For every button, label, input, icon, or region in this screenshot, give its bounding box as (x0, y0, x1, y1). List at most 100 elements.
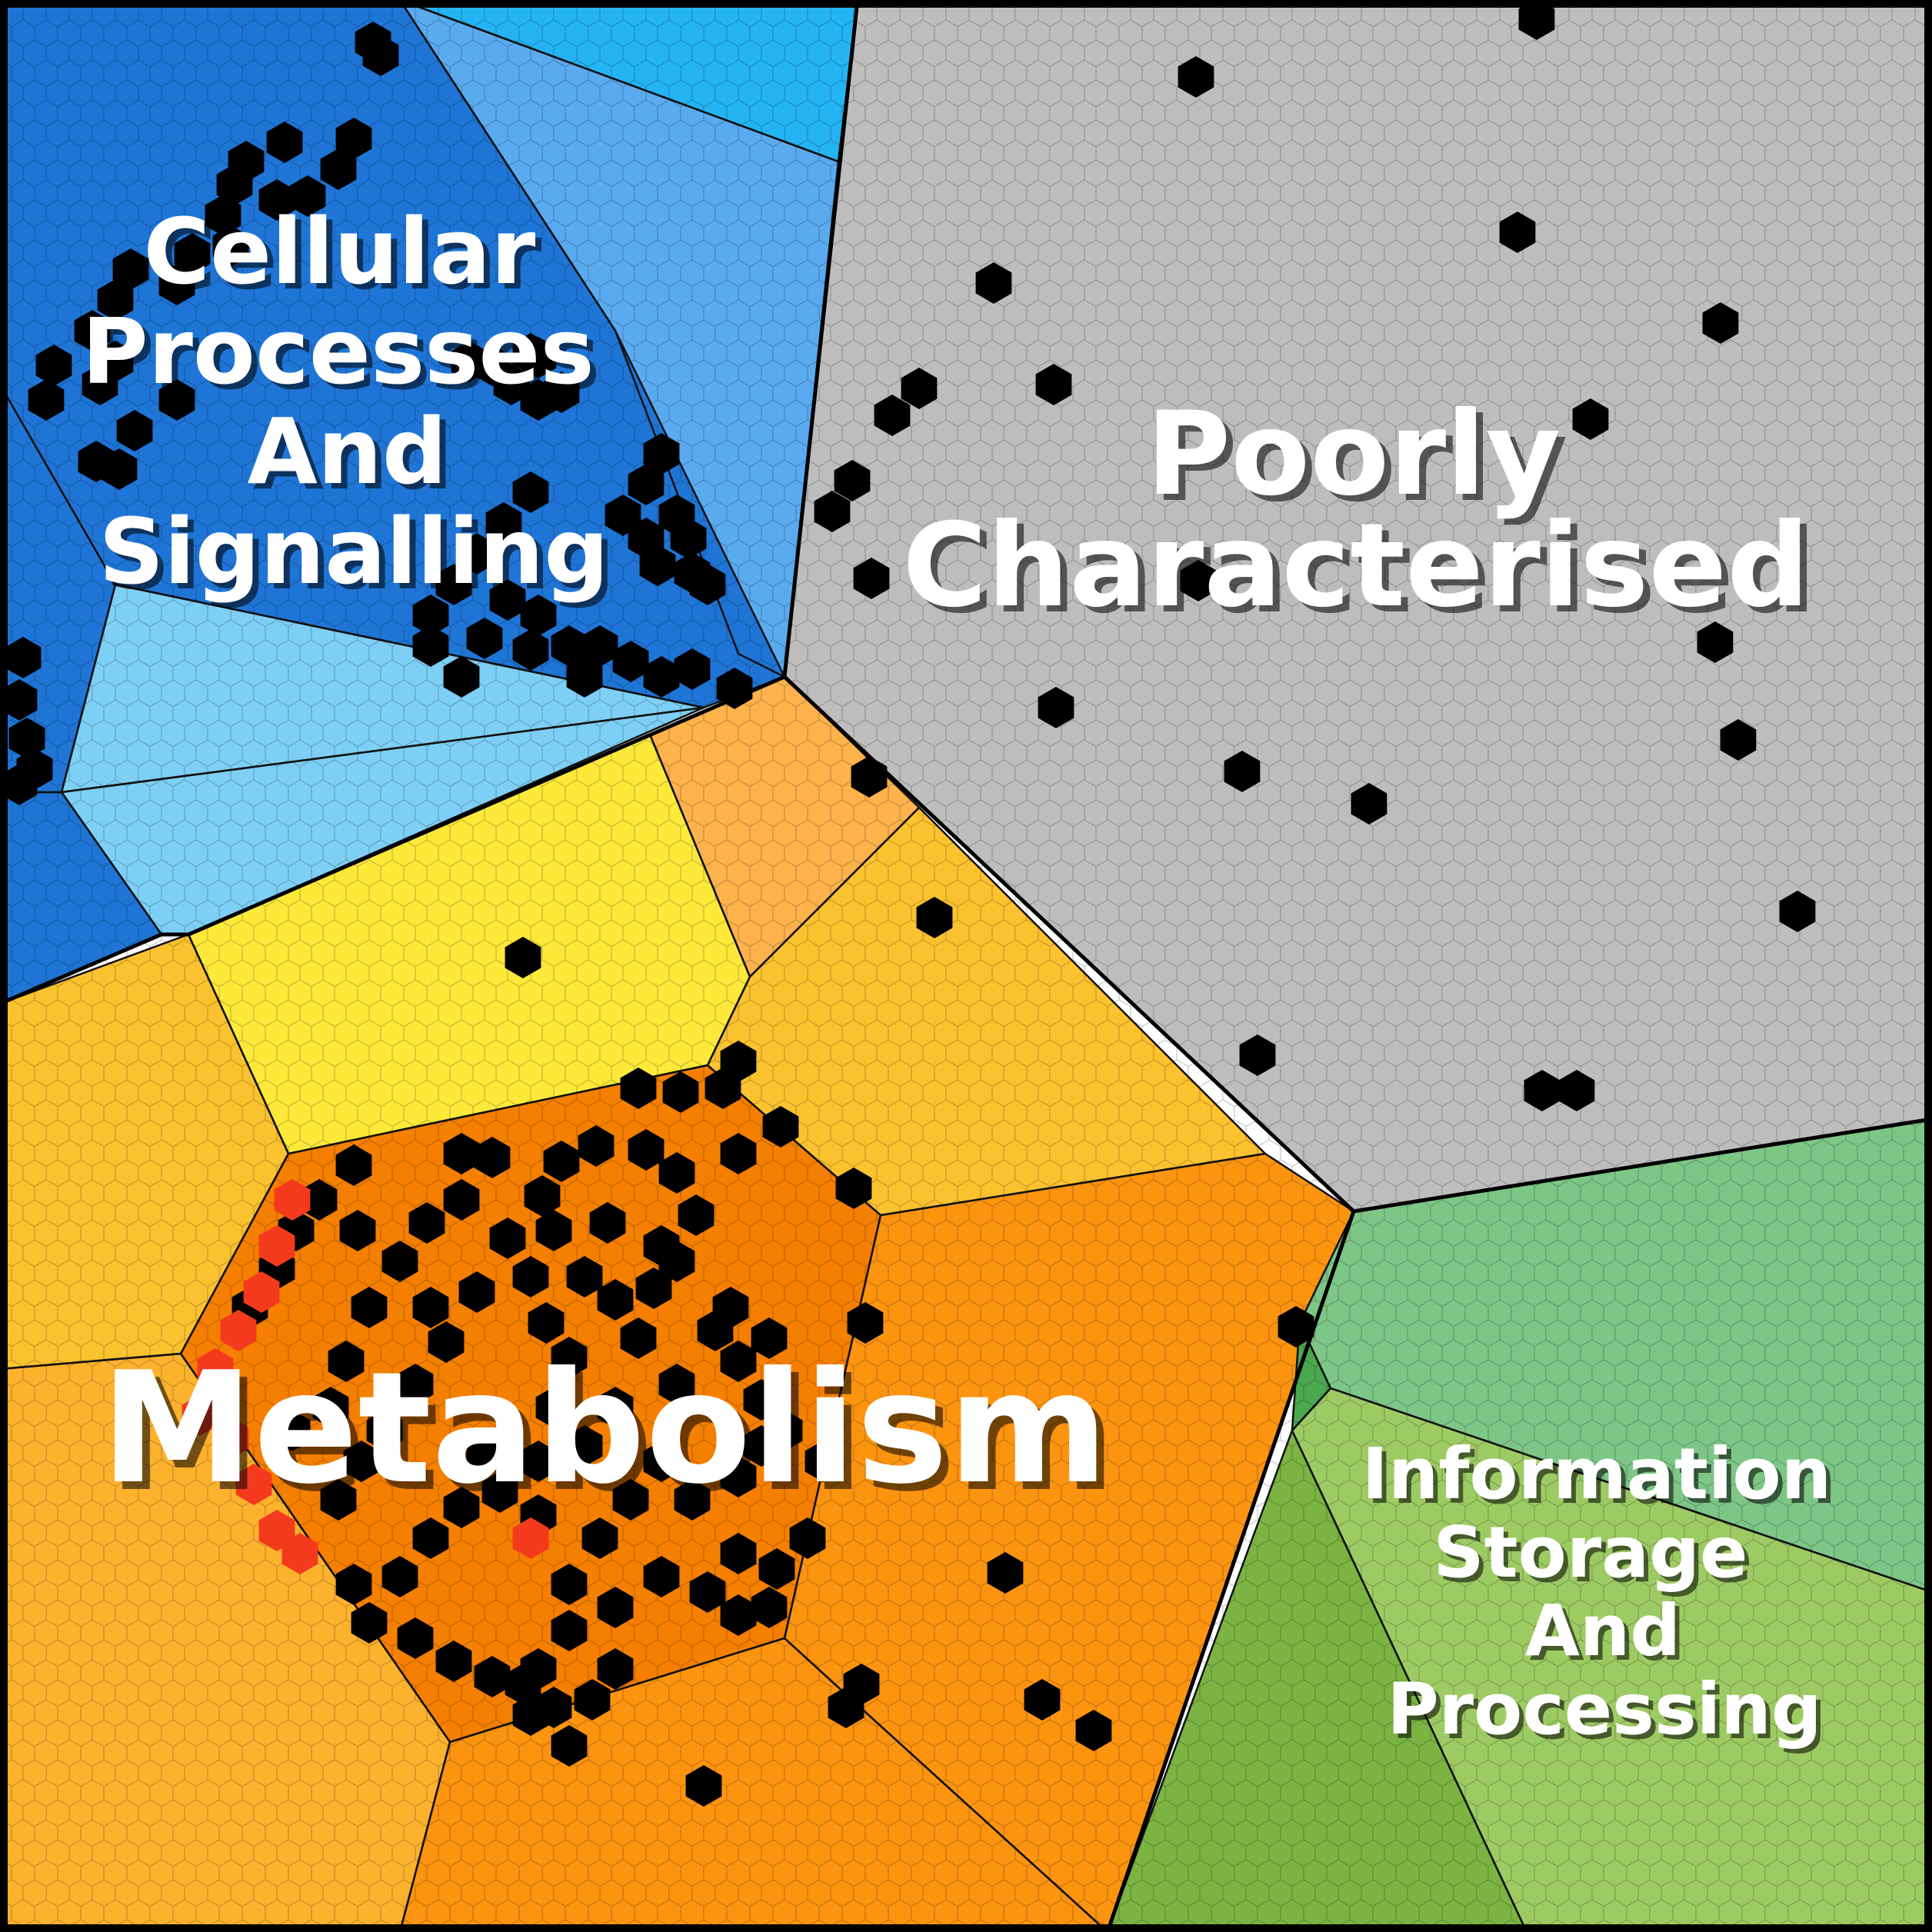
label-line: Storage (1433, 1511, 1747, 1594)
category-border (782, 5, 1927, 1214)
hit-cell (524, 1175, 561, 1217)
hit-cell (916, 897, 953, 938)
hit-cell (212, 225, 249, 267)
hit-cell (397, 1364, 434, 1405)
hit-cell (320, 1479, 357, 1521)
hit-cell (158, 379, 195, 421)
hit-cell (28, 379, 65, 421)
hit-cell (835, 1168, 872, 1209)
hit-cell (351, 1287, 388, 1328)
highlight-cell (220, 1310, 257, 1351)
hit-cell (466, 1433, 503, 1474)
hit-cell (351, 1602, 388, 1644)
hit-cell (589, 1202, 626, 1244)
label-line: Processing (1387, 1668, 1821, 1750)
hit-cell (1277, 1306, 1314, 1347)
hit-cell (762, 1106, 799, 1148)
highlight-cell (212, 1417, 249, 1459)
label-line: And (248, 398, 448, 505)
hit-cell (435, 564, 472, 605)
svg-text:Metabolism: Metabolism (108, 1347, 1116, 1526)
hit-cell (512, 629, 549, 671)
hit-cell (458, 1271, 495, 1313)
hit-cell (112, 248, 149, 290)
highlight-cell (243, 1271, 280, 1313)
hit-cell (266, 122, 303, 163)
hit-cell (397, 1617, 434, 1659)
hit-cell (1178, 56, 1214, 98)
hit-cell (216, 164, 253, 205)
hit-cell (720, 1341, 757, 1382)
label-line: Information (1362, 1433, 1832, 1515)
hit-cell (1697, 621, 1734, 663)
hit-cell (712, 1287, 749, 1328)
hit-cell (339, 1210, 376, 1251)
hit-cell (78, 441, 115, 482)
highlight-cell (258, 1225, 295, 1267)
hit-cell (1499, 212, 1536, 253)
highlight-cell (281, 1533, 318, 1574)
hit-cell (335, 1564, 372, 1605)
label-line: Metabolism (101, 1339, 1108, 1518)
hit-cell (628, 1129, 665, 1171)
svg-text:Information Storage: Information Storage And Processing (1362, 1433, 1857, 1750)
hit-cell (620, 1317, 657, 1359)
label-line: Cellular (144, 198, 536, 305)
hit-cell (1351, 783, 1387, 824)
hit-cell (1038, 687, 1074, 728)
hit-cell (520, 337, 557, 378)
hit-cell (551, 1564, 588, 1605)
label-cellular-processes: Cellular Processes And Signalling Cellul… (82, 198, 615, 610)
hit-cell (412, 625, 449, 667)
svg-text:Poorly Characterised: Poorly Characterised (902, 388, 1809, 633)
hit-cell (82, 364, 118, 405)
hit-cell (574, 1679, 611, 1720)
hit-cell (674, 552, 711, 594)
hit-cell (720, 1533, 757, 1574)
hit-cell (466, 618, 503, 659)
hit-cell (751, 1587, 788, 1628)
hit-cell (658, 1152, 695, 1194)
hit-cell (566, 1256, 603, 1297)
hit-cell (205, 195, 242, 236)
hit-cell (158, 264, 195, 305)
hit-cell (435, 1641, 472, 1682)
hit-cell (520, 1441, 557, 1482)
hit-cell (814, 491, 851, 532)
hit-cell (512, 1694, 549, 1736)
hit-cell (1720, 719, 1757, 761)
hit-cell (1558, 1070, 1595, 1111)
hit-cell (512, 471, 549, 513)
hit-cell (612, 1479, 649, 1521)
svg-text:Poorly Characterised: Poorly Characterised (909, 394, 1816, 639)
hit-cell (612, 641, 649, 682)
hit-cell (528, 1302, 565, 1344)
region-border (1108, 1427, 1526, 1927)
hit-cell (720, 1041, 757, 1082)
hit-cell (97, 279, 134, 321)
hit-cell (289, 175, 326, 217)
hit-cell (987, 1552, 1024, 1594)
hit-cell (485, 502, 522, 544)
hit-cell (451, 341, 488, 382)
hit-cell (474, 1656, 511, 1697)
hit-cell (1035, 364, 1072, 405)
hit-cell (381, 1241, 418, 1282)
hit-cell (566, 1425, 603, 1467)
hit-cell (789, 1517, 826, 1559)
hit-cell (443, 1487, 480, 1528)
label-poorly-characterised: Poorly Characterised Poorly Characterise… (902, 388, 1816, 639)
hit-cell (578, 1125, 615, 1167)
label-line: Poorly (1146, 388, 1561, 521)
hit-cell (335, 1144, 372, 1186)
hit-cell (362, 35, 399, 76)
hit-cell (366, 1410, 403, 1451)
hit-cell (1024, 1679, 1061, 1720)
hit-cell (1180, 560, 1217, 601)
highlight-cell (197, 1348, 234, 1390)
category-border (5, 675, 785, 1004)
label-information-storage: Information Storage And Processing Infor… (1362, 1433, 1857, 1755)
